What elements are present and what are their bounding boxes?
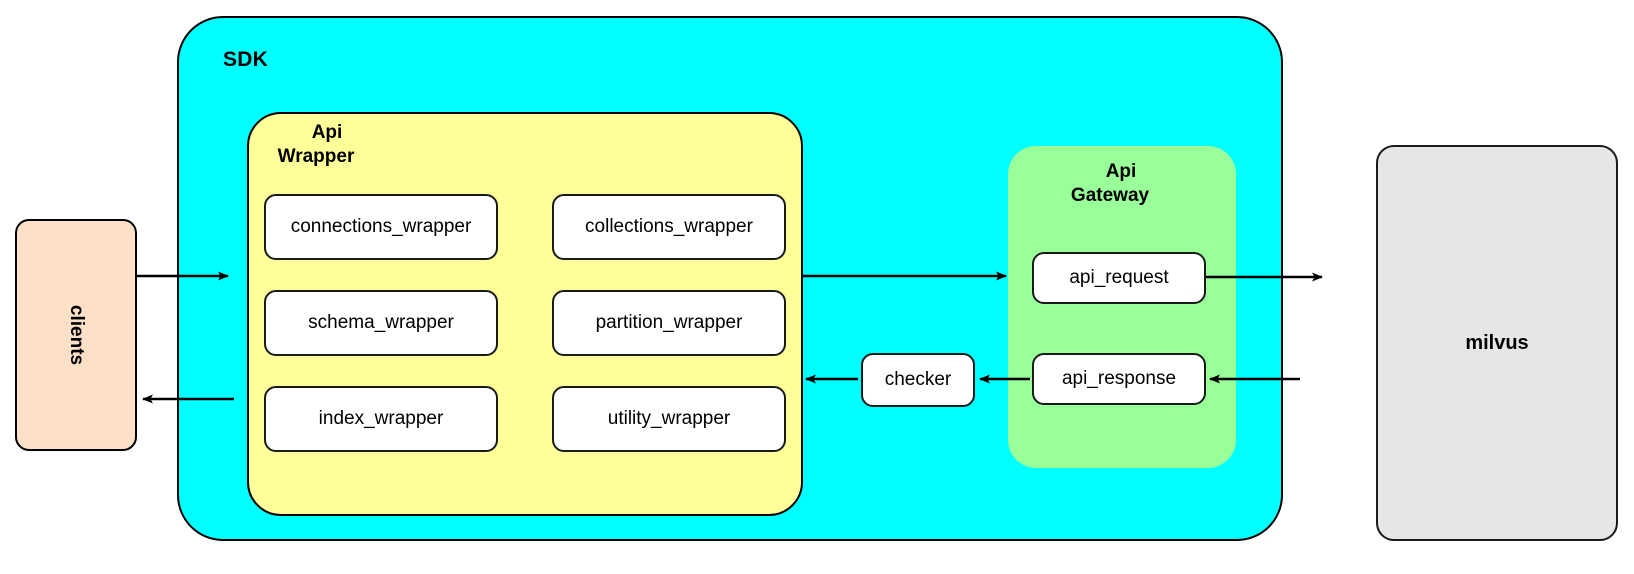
node-api-request[interactable]: api_request [1032,252,1206,304]
api-wrapper-label-line1: Api [311,122,343,143]
node-partition-wrapper[interactable]: partition_wrapper [552,290,786,356]
node-label: connections_wrapper [290,216,472,237]
node-index-wrapper[interactable]: index_wrapper [264,386,498,452]
node-label: clients [65,304,87,366]
node-label: utility_wrapper [607,408,731,429]
api-gateway-label: Api Gateway [1056,160,1186,208]
node-schema-wrapper[interactable]: schema_wrapper [264,290,498,356]
node-label: api_request [1069,267,1169,288]
api-gateway-label-line1: Api [1105,161,1137,182]
node-connections-wrapper[interactable]: connections_wrapper [264,194,498,260]
api-gateway-container: Api Gateway [1008,146,1236,468]
node-label: milvus [1465,331,1529,354]
sdk-label: SDK [223,48,268,71]
node-collections-wrapper[interactable]: collections_wrapper [552,194,786,260]
api-wrapper-label: Api Wrapper [267,121,387,169]
node-api-response[interactable]: api_response [1032,353,1206,405]
node-checker[interactable]: checker [861,353,975,407]
node-label: api_response [1061,368,1177,389]
node-clients[interactable]: clients [15,219,137,451]
node-utility-wrapper[interactable]: utility_wrapper [552,386,786,452]
node-label: collections_wrapper [585,216,753,237]
node-label: schema_wrapper [308,312,454,333]
node-label: index_wrapper [318,408,444,429]
api-wrapper-label-line2: Wrapper [277,145,355,167]
api-gateway-label-line2: Gateway [1070,184,1150,206]
node-label: checker [884,369,952,390]
node-label: partition_wrapper [595,312,743,333]
node-milvus[interactable]: milvus [1376,145,1618,541]
